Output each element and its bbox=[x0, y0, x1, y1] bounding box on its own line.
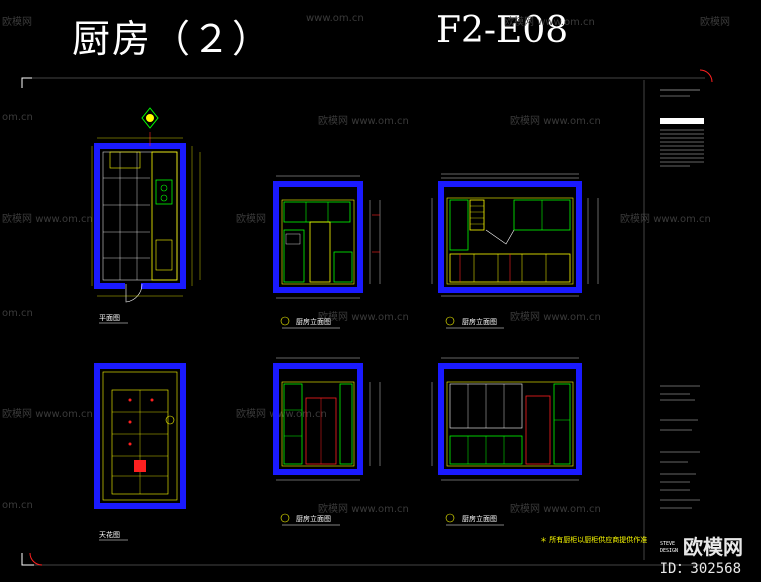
elevation-3-label: 厨房立面图 bbox=[296, 514, 331, 523]
elevation-2-label: 厨房立面图 bbox=[462, 317, 497, 326]
drawing-code: F2-E08 bbox=[436, 10, 569, 51]
drawing-title: 厨房（２） bbox=[72, 17, 273, 61]
logo-id: ID：302568 bbox=[659, 561, 741, 577]
ceiling-label: 天花图 bbox=[99, 530, 120, 539]
cabinet-note: ＊ 所有厨柜以厨柜供应商提供作准 bbox=[540, 535, 647, 544]
logo: 欧模网 bbox=[683, 535, 743, 559]
ceiling-plan: 天花图 bbox=[94, 363, 186, 541]
elevation-4: 厨房立面图 bbox=[431, 357, 582, 526]
company-name: STEVE bbox=[660, 541, 675, 547]
title-block: STEVE DESIGN bbox=[660, 89, 704, 554]
elevation-3: 厨房立面图 bbox=[273, 357, 381, 526]
elevation-4-label: 厨房立面图 bbox=[462, 514, 497, 523]
sheet-border bbox=[21, 69, 713, 566]
company-sub: DESIGN bbox=[660, 548, 678, 554]
elevation-1: 厨房立面图 bbox=[273, 175, 381, 329]
elevation-2: 厨房立面图 bbox=[431, 173, 599, 329]
floor-plan: 平面图 bbox=[91, 107, 201, 324]
plan-label: 平面图 bbox=[99, 314, 120, 322]
elevation-1-label: 厨房立面图 bbox=[296, 317, 331, 326]
